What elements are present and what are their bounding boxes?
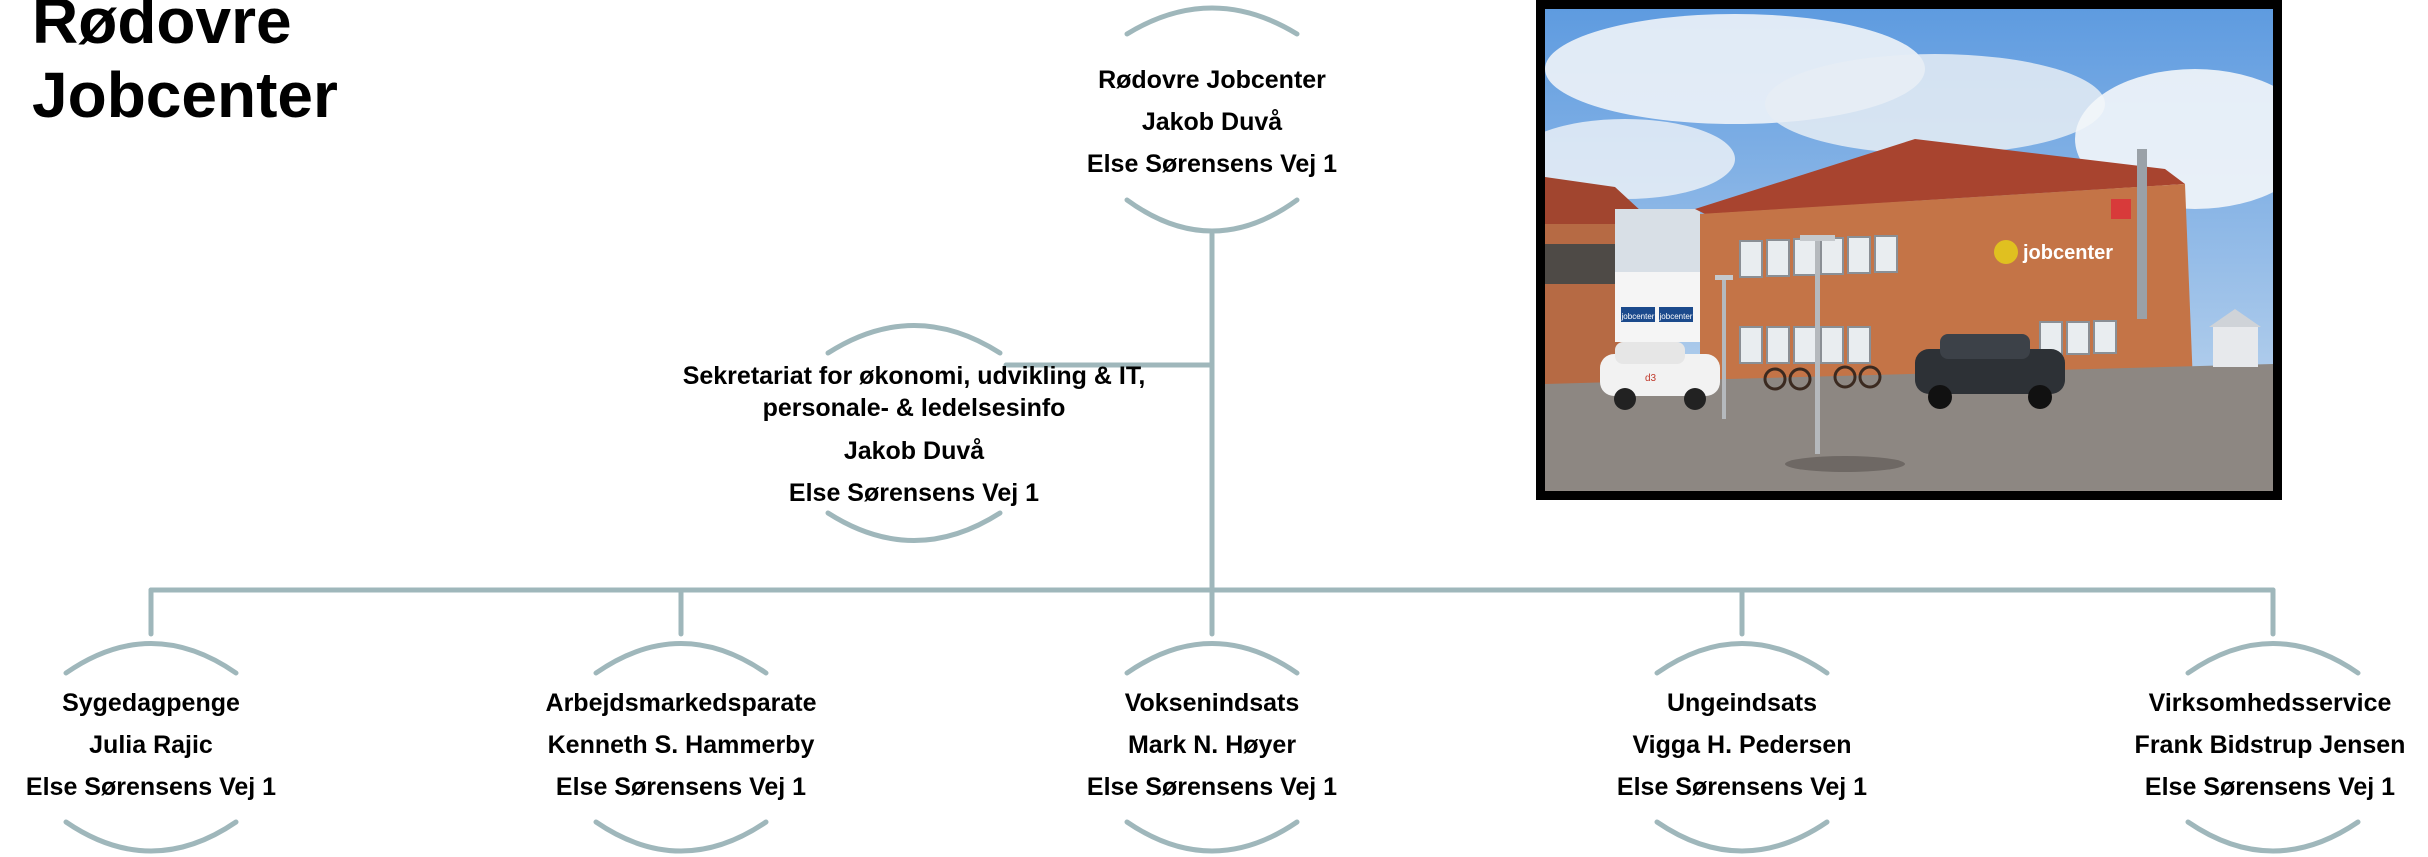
building-photo: jobcenter jobcenter jobcenter <box>1536 0 2282 500</box>
org-node-unit: Arbejdsmarkedsparate Kenneth S. Hammerby… <box>531 682 831 808</box>
node-address: Else Sørensens Vej 1 <box>555 773 807 801</box>
org-node-unit: Voksenindsats Mark N. Høyer Else Sørense… <box>1062 682 1362 808</box>
unit-5-arc-top <box>2185 641 2361 676</box>
unit-2-arc-bottom <box>593 819 769 854</box>
node-name: Arbejdsmarkedsparate <box>545 689 817 717</box>
building-sign: jobcenter <box>2022 242 2113 264</box>
node-person: Jakob Duvå <box>1141 108 1283 136</box>
node-address: Else Sørensens Vej 1 <box>1086 150 1338 178</box>
node-address: Else Sørensens Vej 1 <box>25 773 277 801</box>
car-decal: d3 <box>1645 373 1657 384</box>
unit-4-arc-top <box>1654 641 1830 676</box>
node-person: Frank Bidstrup Jensen <box>2134 731 2406 759</box>
unit-1-arc-top <box>63 641 239 676</box>
door-sign-right <box>1659 307 1693 322</box>
node-name: Virksomhedsservice <box>2148 689 2392 717</box>
unit-3-arc-top <box>1124 641 1300 676</box>
node-person: Vigga H. Pedersen <box>1632 731 1852 759</box>
unit-4-arc-bottom <box>1654 819 1830 854</box>
node-person: Mark N. Høyer <box>1127 731 1297 759</box>
node-person: Kenneth S. Hammerby <box>547 731 815 759</box>
staff-arc-bottom <box>825 510 1003 543</box>
logo-mark <box>1994 240 2018 264</box>
node-name: Voksenindsats <box>1124 689 1300 717</box>
unit-1-arc-bottom <box>63 819 239 854</box>
svg-text:jobcenter: jobcenter <box>1659 312 1693 321</box>
building-illustration: jobcenter jobcenter jobcenter <box>1545 9 2273 491</box>
page-title-line-2: Jobcenter <box>32 59 338 131</box>
org-node-unit: Sygedagpenge Julia Rajic Else Sørensens … <box>1 682 301 808</box>
door-sign-left <box>1621 307 1655 322</box>
node-person: Jakob Duvå <box>843 437 985 465</box>
org-node-staff: Sekretariat for økonomi, udvikling & IT,… <box>664 360 1164 514</box>
staff-arc-top <box>825 323 1003 356</box>
svg-text:jobcenter: jobcenter <box>1621 312 1655 321</box>
node-name: Sekretariat for økonomi, udvikling & IT,… <box>682 362 1146 422</box>
node-name: Ungeindsats <box>1666 689 1818 717</box>
node-address: Else Sørensens Vej 1 <box>1616 773 1868 801</box>
org-node-unit: Virksomhedsservice Frank Bidstrup Jensen… <box>2115 682 2425 808</box>
root-arc-bottom <box>1124 197 1300 234</box>
unit-5-arc-bottom <box>2185 819 2361 854</box>
root-arc-top <box>1124 5 1300 37</box>
page-title-line-1: Rødovre <box>32 0 292 57</box>
page-title: Rødovre Jobcenter <box>32 0 338 132</box>
org-node-unit: Ungeindsats Vigga H. Pedersen Else Søren… <box>1592 682 1892 808</box>
node-address: Else Sørensens Vej 1 <box>2144 773 2396 801</box>
node-name: Sygedagpenge <box>62 689 240 717</box>
node-address: Else Sørensens Vej 1 <box>788 479 1040 507</box>
node-address: Else Sørensens Vej 1 <box>1086 773 1338 801</box>
org-node-root: Rødovre Jobcenter Jakob Duvå Else Sørens… <box>1062 59 1362 185</box>
node-name: Rødovre Jobcenter <box>1098 66 1326 94</box>
node-person: Julia Rajic <box>89 731 213 759</box>
unit-2-arc-top <box>593 641 769 676</box>
unit-3-arc-bottom <box>1124 819 1300 854</box>
